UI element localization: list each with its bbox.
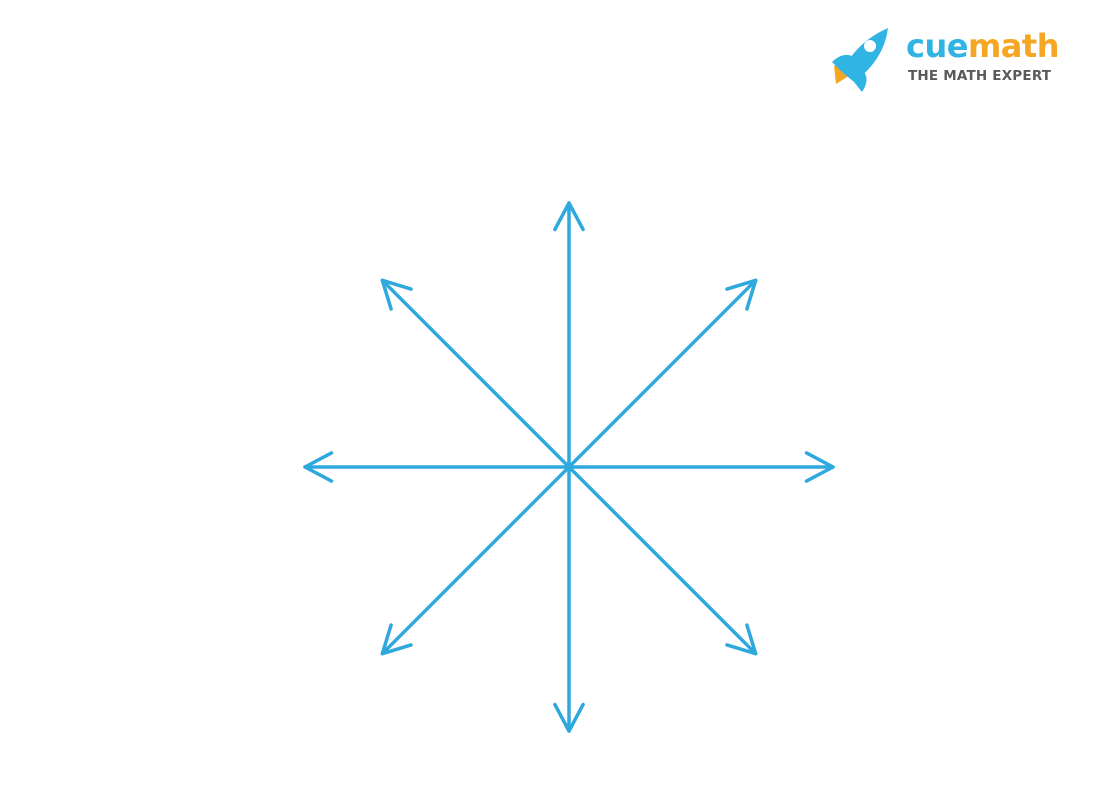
arrowhead-left (303, 451, 334, 483)
arrow-down-right (567, 465, 758, 656)
logo-tagline: THE MATH EXPERT (908, 68, 1052, 84)
arrowhead-up-left (380, 278, 413, 311)
logo-wordmark-cue: cue (906, 27, 968, 65)
arrow-shaft-down-left (380, 465, 571, 656)
arrow-shaft-down-right (567, 465, 758, 656)
arrowhead-down (553, 702, 585, 733)
arrow-right (567, 451, 835, 483)
arrow-shaft-up-right (567, 278, 758, 469)
arrowhead-up-right (725, 278, 758, 311)
arrowhead-right (804, 451, 835, 483)
cuemath-logo: cuemath THE MATH EXPERT (826, 22, 1066, 92)
arrow-up-left (380, 278, 571, 469)
arrow-down-left (380, 465, 571, 656)
arrow-left (303, 451, 571, 483)
logo-wordmark: cuemath (906, 26, 1059, 66)
arrowhead-down-left (380, 623, 413, 656)
rocket-icon (832, 28, 888, 92)
arrowhead-down-right (725, 623, 758, 656)
arrowhead-up (553, 201, 585, 232)
arrow-down (553, 465, 585, 733)
arrow-up-right (567, 278, 758, 469)
logo-wordmark-math: math (967, 27, 1060, 65)
arrow-shaft-up-left (380, 278, 571, 469)
arrow-up (553, 201, 585, 469)
